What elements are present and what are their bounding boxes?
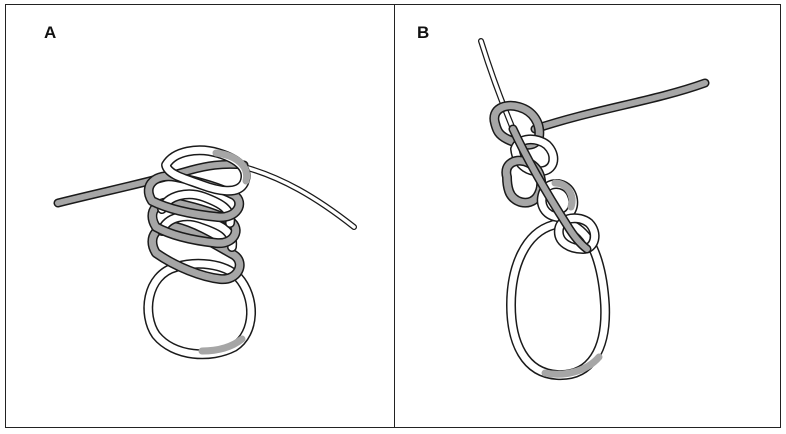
knot-a-illustration	[53, 145, 357, 360]
panel-divider	[394, 4, 395, 428]
knot-a-wraps	[143, 145, 251, 285]
panel-b-label: B	[417, 23, 430, 42]
panel-b: B	[395, 5, 780, 427]
panel-a: A	[6, 5, 394, 427]
knot-b-wraps	[489, 100, 600, 254]
panel-a-label: A	[44, 23, 57, 42]
knot-b-illustration	[478, 38, 710, 381]
figure-frame	[5, 4, 781, 428]
knot-a-tag-line-white	[241, 164, 357, 230]
